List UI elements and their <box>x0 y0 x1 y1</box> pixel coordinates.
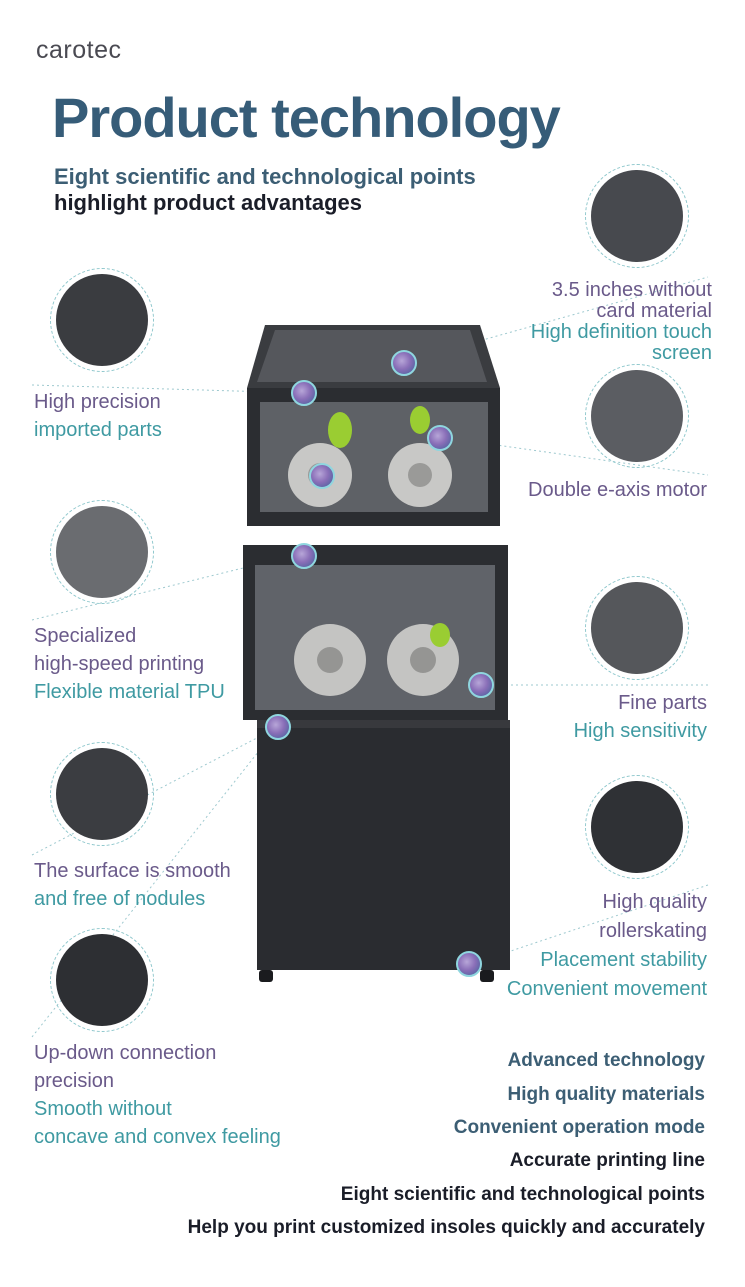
feature-text: High sensitivity <box>573 720 707 742</box>
summary-item: Help you print customized insoles quickl… <box>187 1217 705 1238</box>
summary-item: Convenient operation mode <box>453 1117 705 1138</box>
feature-text: Smooth without <box>34 1098 172 1120</box>
detail-image-surface <box>50 742 154 846</box>
printer-illustration <box>243 325 510 982</box>
feature-text: high-speed printing <box>34 653 205 675</box>
hotspot-dot[interactable] <box>456 951 482 977</box>
feature-text: screen <box>651 342 712 364</box>
summary-item: Advanced technology <box>507 1050 705 1071</box>
detail-image-precision-parts <box>50 268 154 372</box>
detail-image-fine-parts <box>585 576 689 680</box>
hotspot-dot[interactable] <box>468 672 494 698</box>
feature-text: card material <box>596 300 712 322</box>
hotspot-dot[interactable] <box>291 543 317 569</box>
feature-fine-parts: Fine parts High sensitivity <box>574 689 707 745</box>
hotspot-dot[interactable] <box>391 350 417 376</box>
feature-text: High definition touch <box>530 321 712 343</box>
hotspot-dot[interactable] <box>309 463 335 489</box>
feature-motor: Double e-axis motor <box>528 476 707 504</box>
feature-text: High quality <box>602 891 707 913</box>
feature-surface: The surface is smooth and free of nodule… <box>34 857 231 913</box>
hotspot-dot[interactable] <box>427 425 453 451</box>
feature-text: and free of nodules <box>34 888 206 910</box>
page-subtitle-line2: highlight product advantages <box>54 190 363 215</box>
detail-image-motor <box>585 364 689 468</box>
feature-text: Double e-axis motor <box>528 479 707 501</box>
feature-text: 3.5 inches without <box>551 279 712 301</box>
brand-logo: carotec <box>36 36 122 64</box>
detail-image-roller <box>585 775 689 879</box>
feature-text: Specialized <box>34 625 137 647</box>
feature-high-precision: High precision imported parts <box>34 388 162 444</box>
hotspot-dot[interactable] <box>291 380 317 406</box>
feature-text: The surface is smooth <box>34 860 231 882</box>
feature-text: Flexible material TPU <box>34 681 225 703</box>
feature-text: Convenient movement <box>506 978 707 1000</box>
summary-item: High quality materials <box>507 1084 705 1105</box>
summary-item: Eight scientific and technological point… <box>340 1184 705 1205</box>
hotspot-dot[interactable] <box>265 714 291 740</box>
detail-image-tpu-spool <box>50 500 154 604</box>
feature-text: rollerskating <box>599 920 707 942</box>
feature-text: precision <box>34 1070 115 1092</box>
feature-connection: Up-down connection precision Smooth with… <box>34 1039 281 1151</box>
feature-text: concave and convex feeling <box>34 1126 281 1148</box>
feature-text: imported parts <box>34 419 162 441</box>
feature-text: High precision <box>34 391 161 413</box>
feature-touch-screen: 3.5 inches without card material High de… <box>531 280 712 364</box>
feature-text: Placement stability <box>540 949 707 971</box>
feature-tpu: Specialized high-speed printing Flexible… <box>34 622 225 706</box>
page-subtitle-line1: Eight scientific and technological point… <box>54 164 476 189</box>
summary-item: Accurate printing line <box>509 1150 705 1171</box>
feature-text: Fine parts <box>618 692 707 714</box>
feature-rollerskating: High quality rollerskating Placement sta… <box>507 888 707 1004</box>
detail-image-touch-screen <box>585 164 689 268</box>
detail-image-connection <box>50 928 154 1032</box>
page-title: Product technology <box>52 86 561 149</box>
feature-text: Up-down connection <box>34 1042 217 1064</box>
